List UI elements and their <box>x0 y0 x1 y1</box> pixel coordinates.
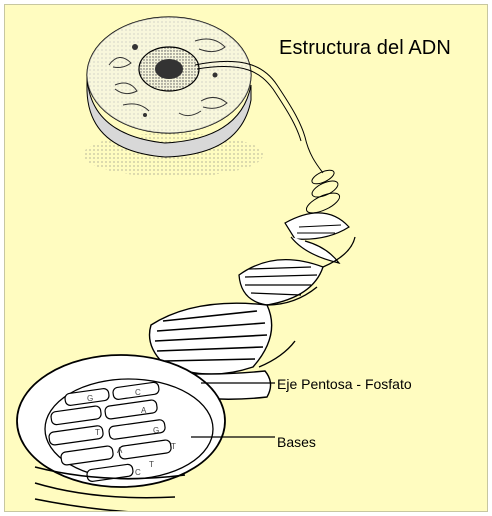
base-letter: T <box>95 428 100 437</box>
base-letter: C <box>135 468 141 477</box>
base-letter: T <box>149 460 154 469</box>
cell-illustration <box>83 17 263 177</box>
dna-drawing: G C A T A G T T C <box>5 5 488 512</box>
backbone-label: Eje Pentosa - Fosfato <box>277 376 412 392</box>
dna-structure-illustration: G C A T A G T T C Estructura del ADN Eje… <box>4 4 488 512</box>
diagram-title: Estructura del ADN <box>279 37 451 60</box>
nucleolus <box>155 59 183 79</box>
base-letter: G <box>153 426 159 435</box>
base-letter: C <box>135 388 141 397</box>
base-letter: T <box>171 442 176 451</box>
base-letter: A <box>117 446 123 455</box>
base-letter: A <box>141 406 147 415</box>
bases-label: Bases <box>277 434 316 450</box>
base-letter: G <box>87 394 93 403</box>
